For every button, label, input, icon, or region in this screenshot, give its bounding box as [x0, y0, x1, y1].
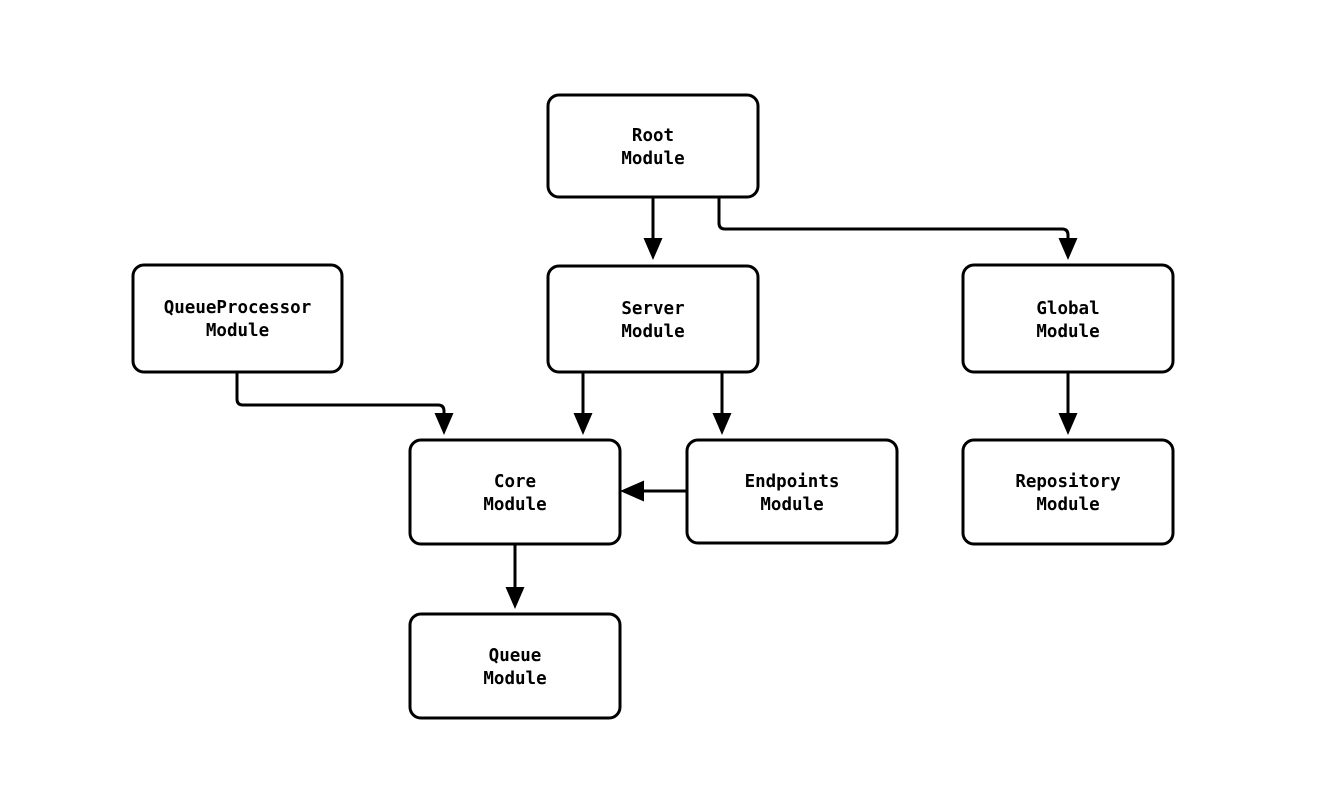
node-core-module-label-line1: Core [494, 472, 536, 492]
edge-server-endpoints-arrowhead [712, 413, 732, 435]
edge-server-endpoints [712, 372, 732, 435]
node-core-module[interactable]: Core Module [408, 438, 622, 546]
edge-server-core [573, 372, 593, 435]
node-global-module-box[interactable] [961, 263, 1175, 374]
node-root-module[interactable]: Root Module [546, 93, 760, 199]
node-endpoints-module-box[interactable] [685, 438, 899, 545]
edge-queueprocessor-core-arrowhead [434, 413, 454, 435]
node-queueprocessor-module-label-line2: Module [206, 321, 269, 341]
edge-queueprocessor-core [235, 372, 454, 435]
node-endpoints-module-label-line1: Endpoints [745, 472, 840, 492]
edge-root-global-line [717, 197, 1070, 242]
node-server-module-box[interactable] [546, 264, 760, 374]
node-global-module-label-line1: Global [1036, 299, 1099, 319]
node-repository-module-label-line1: Repository [1015, 472, 1121, 492]
node-repository-module-box[interactable] [961, 438, 1175, 546]
node-server-module[interactable]: Server Module [546, 264, 760, 374]
node-server-module-label-line2: Module [621, 322, 684, 342]
node-global-module-label-line2: Module [1036, 322, 1099, 342]
edge-global-repository [1058, 372, 1078, 435]
edges-layer [235, 197, 1078, 609]
node-core-module-box[interactable] [408, 438, 622, 546]
edge-root-server [643, 197, 663, 260]
node-repository-module-label-line2: Module [1036, 495, 1099, 515]
node-global-module[interactable]: Global Module [961, 263, 1175, 374]
node-queue-module[interactable]: Queue Module [408, 612, 622, 720]
node-queueprocessor-module[interactable]: QueueProcessor Module [131, 263, 344, 374]
node-server-module-label-line1: Server [621, 299, 684, 319]
edge-endpoints-core-arrowhead [620, 480, 644, 502]
nodes-layer: Root Module QueueProcessor Module Server… [131, 93, 1175, 720]
node-queue-module-label-line1: Queue [489, 646, 542, 666]
edge-global-repository-arrowhead [1058, 413, 1078, 435]
node-endpoints-module[interactable]: Endpoints Module [685, 438, 899, 545]
node-repository-module[interactable]: Repository Module [961, 438, 1175, 546]
node-queue-module-box[interactable] [408, 612, 622, 720]
edge-server-core-arrowhead [573, 413, 593, 435]
edge-root-global-arrowhead [1058, 238, 1078, 260]
edge-core-queue [505, 544, 525, 609]
node-endpoints-module-label-line2: Module [760, 495, 823, 515]
node-queueprocessor-module-label-line1: QueueProcessor [164, 298, 312, 318]
edge-queueprocessor-core-line [235, 372, 446, 417]
node-root-module-box[interactable] [546, 93, 760, 199]
node-root-module-label-line2: Module [621, 149, 684, 169]
node-queue-module-label-line2: Module [483, 669, 546, 689]
node-root-module-label-line1: Root [632, 126, 674, 146]
edge-root-server-arrowhead [643, 238, 663, 260]
edge-root-global [717, 197, 1078, 260]
node-core-module-label-line2: Module [483, 495, 546, 515]
node-queueprocessor-module-box[interactable] [131, 263, 344, 374]
edge-endpoints-core [620, 480, 687, 502]
edge-core-queue-arrowhead [505, 587, 525, 609]
